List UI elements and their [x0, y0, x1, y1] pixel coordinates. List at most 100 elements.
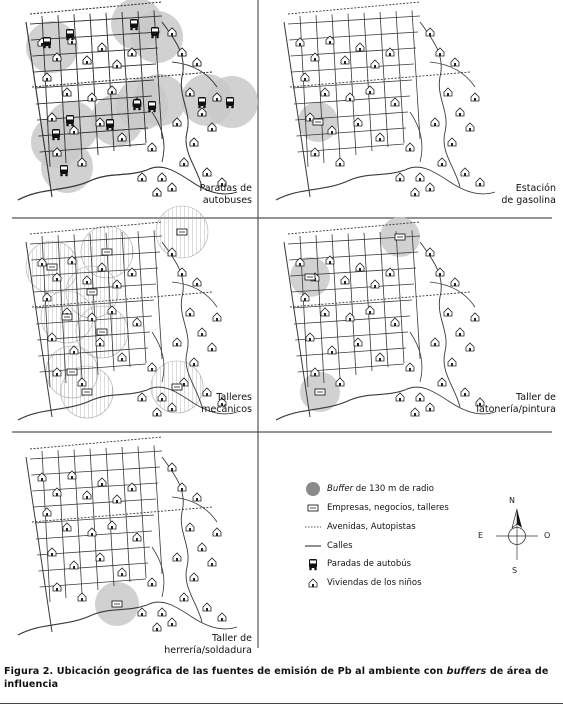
- house-icon: [42, 292, 52, 302]
- legend-viviendas-label: Viviendas de los niños: [327, 578, 422, 588]
- workshop-icon: [86, 288, 98, 296]
- house-icon: [197, 327, 207, 337]
- house-icon: [340, 275, 350, 285]
- workshop-icon: [46, 263, 58, 271]
- house-icon: [62, 87, 72, 97]
- workshop-icon: [66, 368, 78, 376]
- house-icon: [152, 622, 162, 632]
- house-icon: [430, 337, 440, 347]
- house-icon: [447, 357, 457, 367]
- house-icon: [212, 527, 222, 537]
- figure-caption: Figura 2. Ubicación geográfica de las fu…: [4, 665, 560, 691]
- house-icon: [152, 187, 162, 197]
- house-icon: [310, 367, 320, 377]
- house-icon: [425, 402, 435, 412]
- house-icon: [217, 612, 227, 622]
- panel-label-talleres-line1: Talleres: [216, 392, 252, 403]
- house-icon: [437, 157, 447, 167]
- panel-label-herreria-line1: Taller de: [212, 633, 252, 644]
- house-icon: [443, 87, 453, 97]
- house-icon: [353, 117, 363, 127]
- house-icon: [62, 522, 72, 532]
- house-icon: [320, 307, 330, 317]
- legend-bus-symbol: [309, 559, 317, 571]
- house-icon: [52, 582, 62, 592]
- house-icon: [97, 42, 107, 52]
- house-icon: [42, 72, 52, 82]
- house-icon: [375, 132, 385, 142]
- house-icon: [82, 490, 92, 500]
- house-icon: [305, 332, 315, 342]
- house-icon: [410, 187, 420, 197]
- house-icon: [375, 352, 385, 362]
- house-icon: [117, 352, 127, 362]
- caption-suffix: de área de influencia: [4, 666, 549, 690]
- panel-label-estacion-line1: Estación: [515, 183, 556, 194]
- panel-label-estacion: Estación de gasolina: [470, 183, 556, 207]
- panel-label-talleres: Talleres mecánicos: [180, 392, 252, 416]
- house-icon: [42, 507, 52, 517]
- legend-buffer-italic: Buffer: [327, 484, 354, 494]
- house-icon: [365, 305, 375, 315]
- house-icon: [185, 307, 195, 317]
- house-icon: [167, 617, 177, 627]
- legend-calles-label: Calles: [327, 541, 353, 551]
- house-icon: [353, 337, 363, 347]
- legend-buffer-rest: de 130 m de radio: [353, 484, 435, 494]
- house-icon: [157, 172, 167, 182]
- house-icon: [137, 172, 147, 182]
- house-icon: [327, 345, 337, 355]
- compass-north: N: [509, 496, 515, 505]
- house-icon: [465, 122, 475, 132]
- house-icon: [355, 42, 365, 52]
- house-icon: [137, 392, 147, 402]
- house-icon: [300, 72, 310, 82]
- house-icon: [405, 362, 415, 372]
- house-icon: [147, 142, 157, 152]
- house-icon: [147, 577, 157, 587]
- compass-rose: [496, 508, 538, 560]
- house-icon: [470, 92, 480, 102]
- house-icon: [405, 142, 415, 152]
- house-icon: [117, 567, 127, 577]
- house-icon: [82, 55, 92, 65]
- house-icon: [415, 172, 425, 182]
- caption-prefix: Figura 2. Ubicación geográfica de las fu…: [4, 666, 447, 677]
- house-icon: [207, 557, 217, 567]
- house-icon: [202, 167, 212, 177]
- house-icon: [179, 592, 189, 602]
- house-icon: [147, 362, 157, 372]
- house-icon: [185, 522, 195, 532]
- paint-shop-icon: [314, 388, 326, 396]
- house-icon: [192, 277, 202, 287]
- house-icon: [340, 55, 350, 65]
- panel-label-latoneria-line1: Taller de: [516, 392, 556, 403]
- house-icon: [179, 157, 189, 167]
- caption-italic: buffers: [446, 666, 487, 677]
- panel-label-paradas-line1: Paradas de: [199, 183, 252, 194]
- house-icon: [192, 57, 202, 67]
- compass-west: O: [544, 531, 551, 540]
- panel-label-latoneria: Taller de latonería/pintura: [450, 392, 556, 416]
- house-icon: [470, 312, 480, 322]
- house-icon: [132, 317, 142, 327]
- house-icon: [335, 157, 345, 167]
- house-icon: [189, 572, 199, 582]
- house-icon: [95, 552, 105, 562]
- legend-avenidas-label: Avenidas, Autopistas: [327, 522, 416, 532]
- panel-label-estacion-line2: de gasolina: [501, 195, 556, 206]
- house-icon: [107, 85, 117, 95]
- house-icon: [335, 377, 345, 387]
- house-icon: [112, 59, 122, 69]
- legend-buffer-label: Buffer de 130 m de radio: [327, 484, 434, 495]
- panel-label-paradas-line2: autobuses: [202, 195, 252, 206]
- house-icon: [112, 494, 122, 504]
- house-icon: [207, 342, 217, 352]
- legend-symbols: [305, 482, 321, 588]
- workshop-icon: [171, 383, 183, 391]
- house-icon: [365, 85, 375, 95]
- house-icon: [450, 277, 460, 287]
- house-icon: [192, 492, 202, 502]
- compass-south: S: [512, 566, 518, 575]
- house-icon: [410, 407, 420, 417]
